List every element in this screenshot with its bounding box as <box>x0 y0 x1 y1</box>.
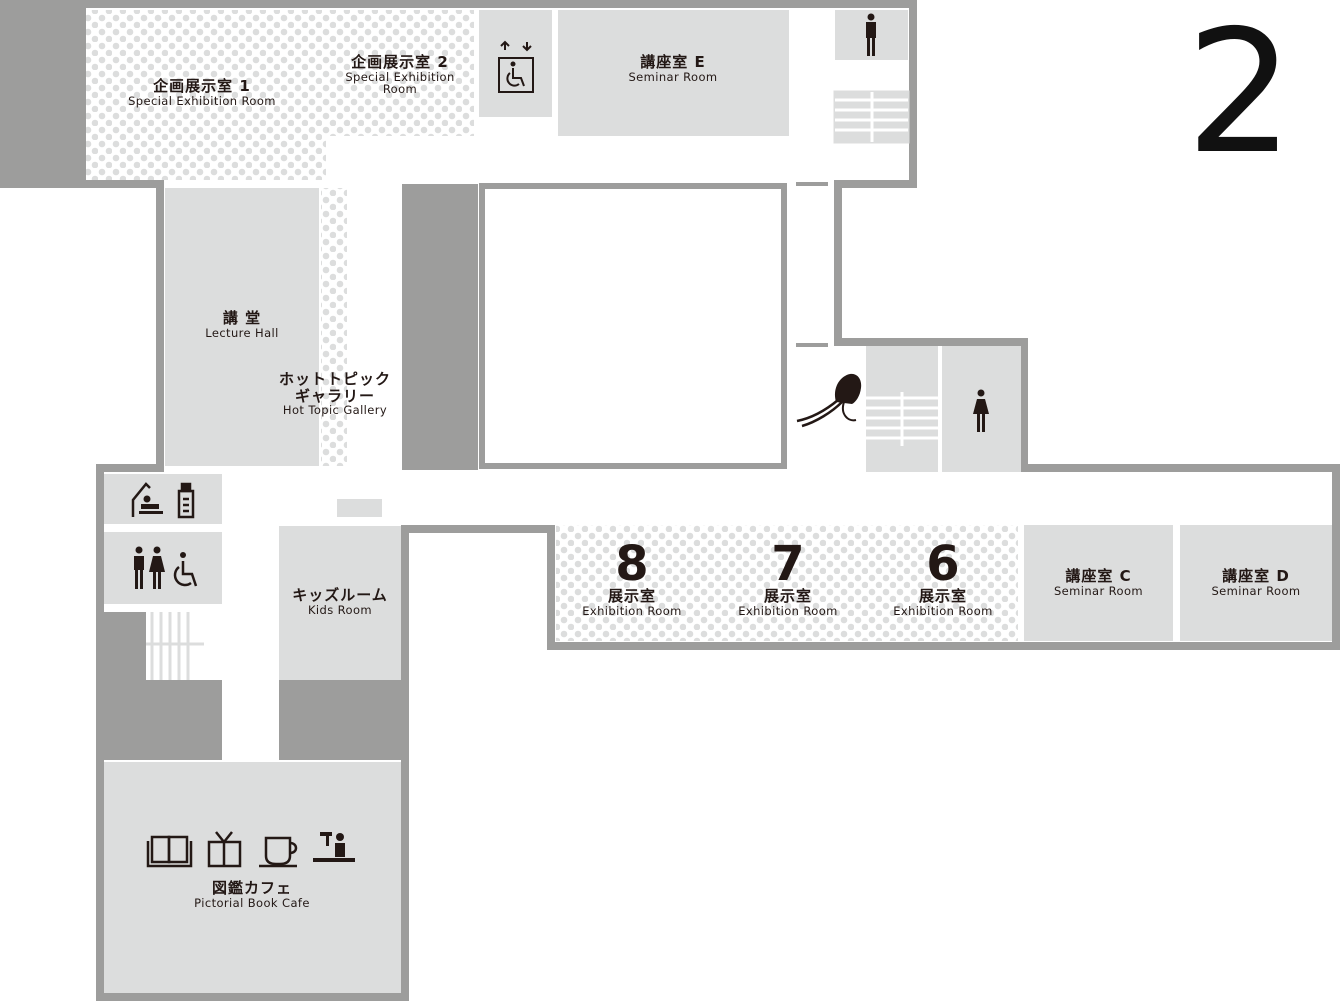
female-restroom-icon <box>973 389 989 432</box>
mammoth-icon <box>796 373 862 428</box>
room-name-jp: 講座室 D <box>1222 567 1290 585</box>
door-marks <box>796 182 828 347</box>
room-name-jp: ギャラリー <box>294 386 375 405</box>
room-exhibition-6[interactable]: 6 展示室 Exhibition Room <box>877 540 1009 617</box>
room-pictorial-book-cafe[interactable]: 図鑑カフェ Pictorial Book Cafe <box>170 880 334 909</box>
counter-service-icon <box>313 832 355 862</box>
room-name-jp: 展示室 <box>918 587 967 605</box>
male-restroom-icon <box>866 13 876 56</box>
room-name-jp: 講 堂 <box>222 309 262 327</box>
stairs-icon <box>866 392 938 472</box>
room-number: 6 <box>926 536 960 592</box>
room-lecture-hall[interactable]: 講 堂 Lecture Hall <box>170 310 314 339</box>
room-name-jp: ホットトピック <box>278 370 391 388</box>
room-name-jp: 企画展示室 2 <box>351 53 449 71</box>
room-special-exhibition-2[interactable]: 企画展示室 2 Special Exhibition Room <box>330 54 470 96</box>
room-name-jp: 講座室 C <box>1065 567 1132 585</box>
room-name-en: Exhibition Room <box>738 603 838 618</box>
room-name-en: Seminar Room <box>628 69 718 84</box>
room-name-en: Pictorial Book Cafe <box>194 895 310 910</box>
room-seminar-d[interactable]: 講座室 D Seminar Room <box>1186 568 1326 597</box>
room-name-en: Lecture Hall <box>205 325 279 340</box>
coffee-cup-icon <box>259 836 298 868</box>
room-name-jp: 企画展示室 1 <box>153 77 251 95</box>
room-kids[interactable]: キッズルーム Kids Room <box>282 587 398 616</box>
room-name-en: Special Exhibition <box>345 69 455 84</box>
family-restroom-icon <box>134 546 165 589</box>
dark-blocks <box>8 8 478 760</box>
room-name-en: Special Exhibition Room <box>128 93 276 108</box>
room-name-en: Hot Topic Gallery <box>282 403 388 417</box>
rooms <box>104 10 1332 993</box>
room-seminar-e[interactable]: 講座室 E Seminar Room <box>580 54 766 83</box>
stairs-icon <box>146 612 204 680</box>
room-seminar-c[interactable]: 講座室 C Seminar Room <box>1030 568 1167 597</box>
wheelchair-icon <box>173 552 198 587</box>
room-name-jp: 展示室 <box>763 587 812 605</box>
room-number: 8 <box>615 536 649 592</box>
picture-book-icon <box>207 831 242 868</box>
room-name-en: Seminar Room <box>1211 583 1301 598</box>
room-name-jp: キッズルーム <box>292 586 388 604</box>
room-name-jp: 図鑑カフェ <box>211 879 292 897</box>
elevator-icon <box>498 40 534 93</box>
baby-bottle-icon <box>177 482 195 519</box>
room-name-en: Seminar Room <box>1053 583 1144 598</box>
room-name-en: Exhibition Room <box>582 603 682 618</box>
book-icon <box>146 835 193 868</box>
room-name-jp: 講座室 E <box>640 53 706 71</box>
room-exhibition-7[interactable]: 7 展示室 Exhibition Room <box>722 540 854 617</box>
room-exhibition-8[interactable]: 8 展示室 Exhibition Room <box>566 540 698 617</box>
room-name-jp: 展示室 <box>607 587 656 605</box>
courtyard-void <box>479 183 787 469</box>
room-name-en: Exhibition Room <box>893 603 993 618</box>
stairs-icon <box>833 90 910 144</box>
room-name-en: Room <box>382 82 418 97</box>
floor-number: 2 <box>1185 0 1294 192</box>
room-name-en: Kids Room <box>307 602 373 617</box>
dotted-areas <box>86 10 1018 641</box>
room-hot-topic-gallery[interactable]: ホットトピック ギャラリー Hot Topic Gallery <box>270 371 400 417</box>
diaper-change-icon <box>131 482 163 517</box>
room-number: 7 <box>771 536 805 592</box>
room-special-exhibition-1[interactable]: 企画展示室 1 Special Exhibition Room <box>120 78 284 107</box>
